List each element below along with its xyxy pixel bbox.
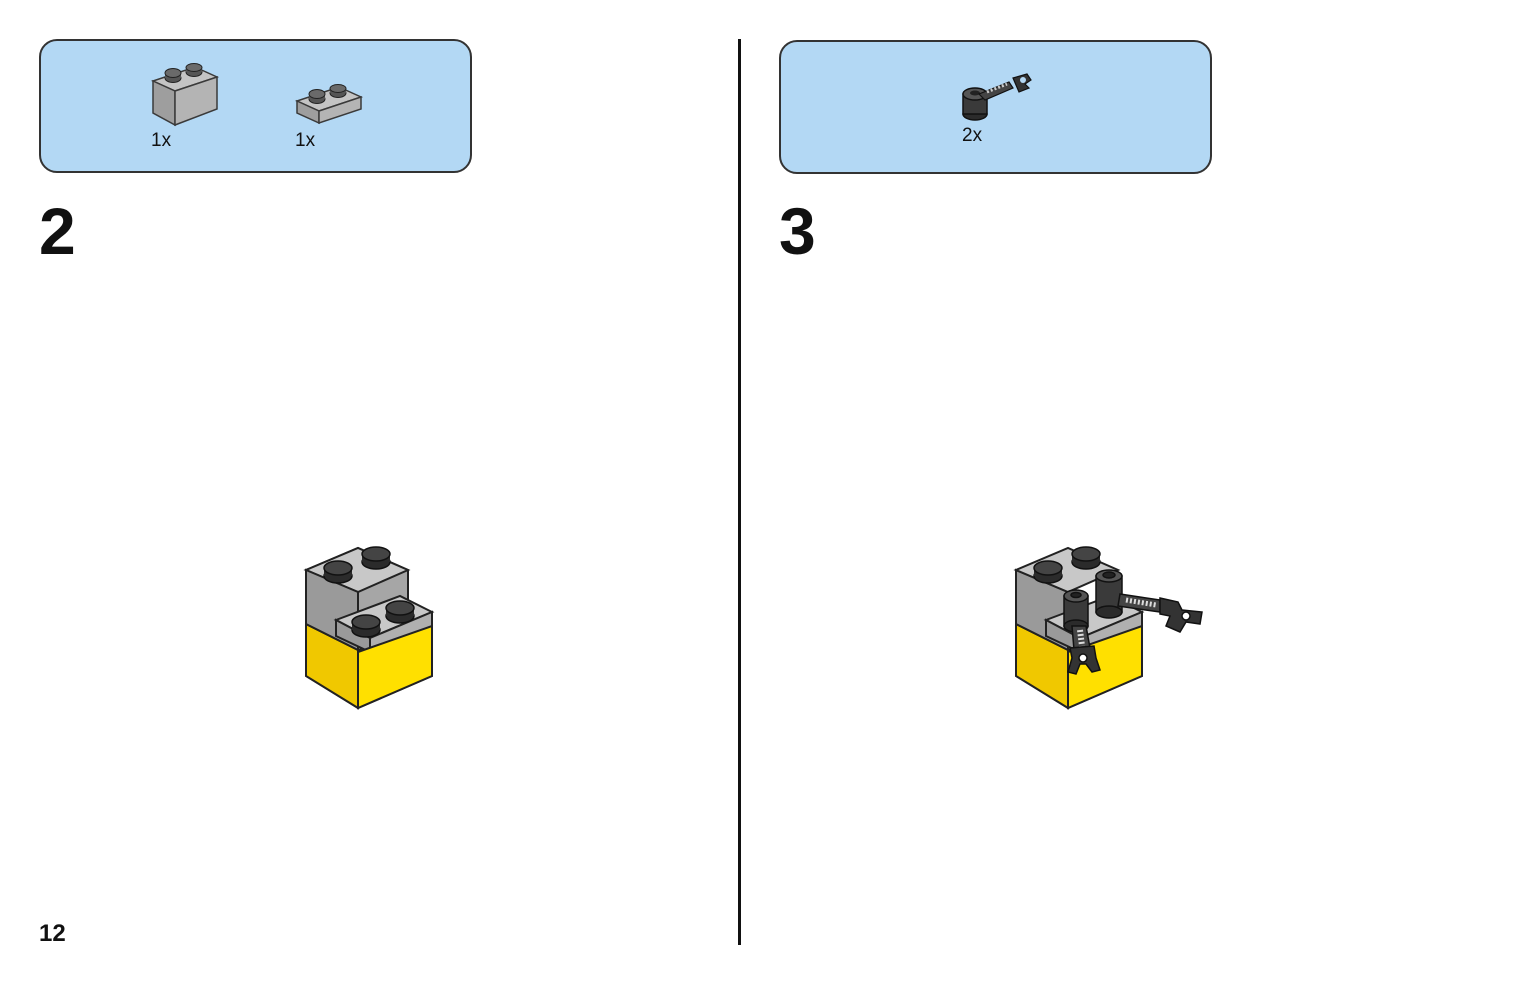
part-quantity: 1x — [151, 130, 172, 151]
page-divider — [738, 39, 741, 945]
step-number: 2 — [39, 194, 76, 268]
page-number: 12 — [39, 920, 66, 947]
step-2-assembly-icon — [303, 546, 435, 710]
step-number: 3 — [779, 194, 816, 268]
parts-callout-step-2: 1x 1x — [39, 39, 472, 173]
dark-gray-clip-arm-icon — [962, 73, 1032, 121]
parts-callout-step-3: 2x — [779, 40, 1212, 174]
gray-1x2-brick-icon — [150, 63, 220, 127]
part-quantity: 1x — [295, 130, 316, 151]
gray-1x2-plate-icon — [294, 84, 364, 125]
step-3-assembly-icon — [1013, 546, 1203, 710]
part-quantity: 2x — [962, 125, 983, 146]
